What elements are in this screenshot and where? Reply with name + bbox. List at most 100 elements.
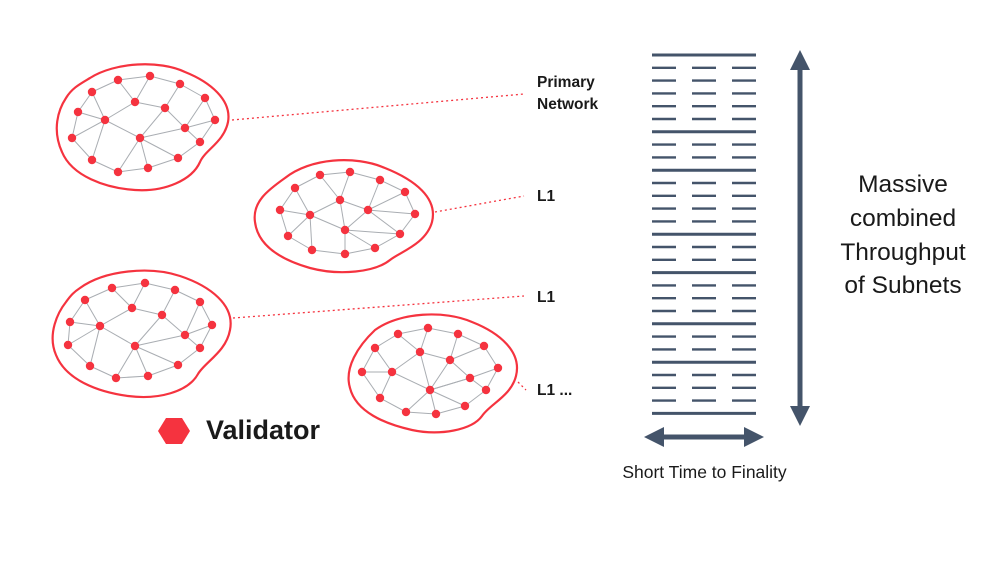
validator-node bbox=[431, 409, 441, 419]
validator-edge bbox=[184, 324, 213, 336]
validator-node bbox=[111, 373, 121, 383]
validator-edge bbox=[131, 282, 146, 309]
validator-edge bbox=[69, 299, 86, 323]
validator-edge bbox=[117, 137, 141, 173]
validator-edge bbox=[134, 75, 151, 103]
validator-edge bbox=[67, 325, 101, 346]
validator-edge bbox=[344, 229, 401, 235]
validator-node bbox=[87, 87, 97, 97]
validator-edge bbox=[367, 191, 406, 211]
validator-edge bbox=[174, 289, 201, 303]
validator-edge bbox=[339, 199, 346, 231]
finality-label: Short Time to Finality bbox=[622, 462, 787, 482]
validator-node bbox=[479, 341, 489, 351]
arrowhead-icon bbox=[790, 406, 810, 426]
validator-edge bbox=[374, 333, 399, 349]
validator-edge bbox=[379, 179, 406, 193]
validator-node bbox=[375, 393, 385, 403]
validator-node bbox=[207, 320, 217, 330]
validator-edge bbox=[199, 324, 213, 349]
label-l1-second: L1 bbox=[537, 289, 556, 306]
validator-edge bbox=[405, 411, 437, 415]
validator-node bbox=[173, 153, 183, 163]
validator-edge bbox=[464, 389, 487, 407]
validator-node bbox=[195, 297, 205, 307]
validator-edge bbox=[199, 119, 216, 143]
arrowhead-icon bbox=[644, 427, 664, 447]
validator-node bbox=[65, 317, 75, 327]
validator-edge bbox=[287, 214, 311, 237]
validator-edge bbox=[339, 171, 351, 201]
validator-edge bbox=[179, 83, 206, 99]
validator-edge bbox=[397, 327, 429, 335]
validator-node bbox=[415, 347, 425, 357]
validator-edge bbox=[391, 371, 431, 391]
validator-edge bbox=[89, 365, 117, 379]
validator-node bbox=[275, 205, 285, 215]
validator-node bbox=[95, 321, 105, 331]
arrowhead-icon bbox=[790, 50, 810, 70]
validator-node bbox=[283, 231, 293, 241]
validator-node bbox=[370, 343, 380, 353]
validator-edge bbox=[379, 371, 393, 399]
validator-node bbox=[180, 123, 190, 133]
validator-node bbox=[80, 295, 90, 305]
validator-node bbox=[445, 355, 455, 365]
validator-edge bbox=[405, 389, 431, 413]
subnet-blob-outline bbox=[253, 159, 435, 274]
validator-edge bbox=[139, 127, 186, 139]
validator-edge bbox=[177, 141, 201, 159]
validator-edge bbox=[147, 157, 179, 169]
validator-edge bbox=[91, 159, 119, 173]
validator-edge bbox=[164, 107, 186, 129]
throughput-label: Massive combined Throughput of Subnets bbox=[840, 171, 966, 300]
validator-node bbox=[363, 205, 373, 215]
validator-edge bbox=[367, 179, 381, 211]
validator-edge bbox=[374, 347, 393, 373]
validator-node bbox=[401, 407, 411, 417]
validator-node bbox=[395, 229, 405, 239]
validator-node bbox=[335, 195, 345, 205]
validator-edge bbox=[91, 79, 119, 93]
validator-edge bbox=[139, 137, 149, 169]
validator-edge bbox=[184, 119, 216, 129]
validator-node bbox=[345, 167, 355, 177]
connector-dotted-line bbox=[231, 93, 525, 121]
validator-edge bbox=[99, 307, 133, 327]
validator-edge bbox=[117, 167, 149, 173]
validator-node bbox=[195, 137, 205, 147]
validator-edge bbox=[294, 187, 311, 216]
validator-edge bbox=[71, 137, 93, 161]
validator-node bbox=[100, 115, 110, 125]
validator-node bbox=[113, 75, 123, 85]
validator-node bbox=[73, 107, 83, 117]
validator-edge bbox=[449, 333, 459, 361]
subnet-blob-outline bbox=[51, 269, 232, 399]
validator-hexagon-icon bbox=[158, 418, 190, 444]
validator-edge bbox=[429, 377, 471, 391]
validator-edge bbox=[361, 347, 376, 373]
validator-node bbox=[315, 170, 325, 180]
validator-edge bbox=[67, 344, 91, 367]
validator-node bbox=[290, 183, 300, 193]
validator-node bbox=[107, 283, 117, 293]
validator-node bbox=[145, 71, 155, 81]
validator-edge bbox=[339, 199, 369, 211]
validator-edge bbox=[104, 101, 136, 121]
validator-edge bbox=[379, 397, 407, 413]
validator-edge bbox=[184, 97, 206, 129]
validator-edge bbox=[311, 249, 346, 255]
validator-edge bbox=[344, 229, 376, 249]
validator-edge bbox=[184, 301, 201, 336]
validator-edge bbox=[69, 321, 101, 327]
validator-node bbox=[180, 330, 190, 340]
validator-node bbox=[63, 340, 73, 350]
validator-node bbox=[357, 367, 367, 377]
validator-edge bbox=[435, 405, 466, 415]
validator-edge bbox=[469, 367, 499, 379]
label-primary-network: Primary Network bbox=[537, 74, 599, 114]
validator-node bbox=[393, 329, 403, 339]
label-l1-more: L1 ... bbox=[537, 382, 573, 399]
validator-node bbox=[340, 225, 350, 235]
